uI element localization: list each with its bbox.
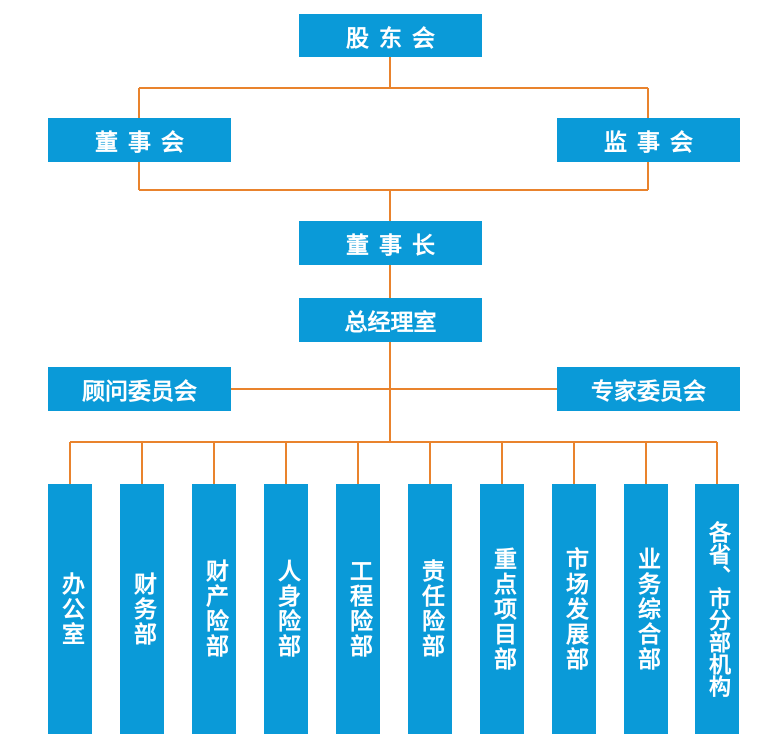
dept-liability-insurance: 责任险部 (408, 484, 452, 734)
shareholders-box: 股东会 (299, 14, 482, 57)
dept-business-general: 业务综合部 (624, 484, 668, 734)
dept-property-insurance: 财产险部 (192, 484, 236, 734)
board-of-supervisors-box: 监事会 (557, 118, 740, 162)
chairman-box: 董事长 (299, 221, 482, 265)
dept-market-development: 市场发展部 (552, 484, 596, 734)
advisory-committee-box: 顾问委员会 (48, 367, 231, 411)
dept-key-projects: 重点项目部 (480, 484, 524, 734)
dept-personal-insurance: 人身险部 (264, 484, 308, 734)
dept-finance: 财务部 (120, 484, 164, 734)
dept-branch-offices: 各省、市分部机构 (695, 484, 739, 734)
dept-engineering-insurance: 工程险部 (336, 484, 380, 734)
board-of-directors-box: 董事会 (48, 118, 231, 162)
expert-committee-box: 专家委员会 (557, 367, 740, 411)
general-manager-office-box: 总经理室 (299, 298, 482, 342)
dept-office: 办公室 (48, 484, 92, 734)
